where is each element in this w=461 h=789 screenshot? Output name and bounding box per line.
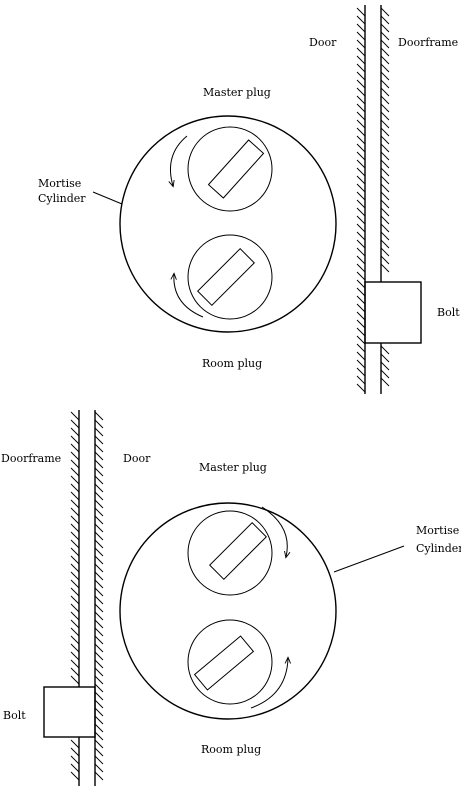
bottom-room-plug bbox=[187, 619, 273, 705]
top-mortise-label-line1: Mortise bbox=[38, 177, 81, 190]
top-room-plug bbox=[187, 234, 273, 320]
bottom-diagram: Doorframe Door Master plug Mortise Cylin… bbox=[1, 410, 461, 786]
bottom-mortise-label-line2: Cylinder bbox=[416, 542, 461, 555]
bottom-room-rotation-arrow bbox=[250, 658, 288, 709]
bottom-mortise-cylinder bbox=[119, 502, 337, 720]
bottom-mortise-label-line1: Mortise bbox=[416, 524, 459, 537]
bottom-doorframe-label: Doorframe bbox=[1, 452, 61, 465]
top-door-hatch bbox=[356, 7, 366, 393]
bottom-mortise-leader bbox=[333, 545, 405, 573]
bottom-doorframe-wall bbox=[70, 410, 80, 786]
top-doorframe-hatch bbox=[380, 7, 390, 387]
top-bolt bbox=[364, 281, 422, 344]
top-door-label: Door bbox=[309, 36, 337, 49]
bottom-doorframe-hatch bbox=[70, 411, 80, 781]
top-mortise-label-line2: Cylinder bbox=[38, 192, 86, 205]
top-master-rotation-arrow bbox=[170, 135, 188, 186]
bottom-door-hatch bbox=[94, 411, 104, 781]
top-door-wall bbox=[356, 5, 366, 394]
top-master-plug bbox=[187, 126, 273, 212]
bottom-door-label: Door bbox=[123, 452, 151, 465]
bottom-bolt-label: Bolt bbox=[3, 709, 26, 722]
top-mortise-leader bbox=[92, 191, 123, 205]
bottom-master-rotation-arrow bbox=[261, 506, 287, 557]
bottom-room-plug-label: Room plug bbox=[201, 743, 261, 756]
top-bolt-label: Bolt bbox=[437, 306, 460, 319]
top-diagram: Door Doorframe Master plug Mortise Cylin… bbox=[38, 5, 460, 394]
bottom-master-plug bbox=[187, 510, 273, 596]
top-room-rotation-arrow bbox=[174, 274, 204, 318]
top-mortise-cylinder bbox=[119, 115, 337, 333]
bottom-master-plug-label: Master plug bbox=[199, 461, 267, 474]
top-room-plug-label: Room plug bbox=[202, 357, 262, 370]
bottom-door-wall bbox=[94, 410, 104, 786]
top-master-plug-label: Master plug bbox=[203, 86, 271, 99]
top-doorframe-wall bbox=[380, 5, 390, 394]
top-doorframe-label: Doorframe bbox=[398, 36, 458, 49]
bottom-bolt bbox=[43, 686, 96, 738]
